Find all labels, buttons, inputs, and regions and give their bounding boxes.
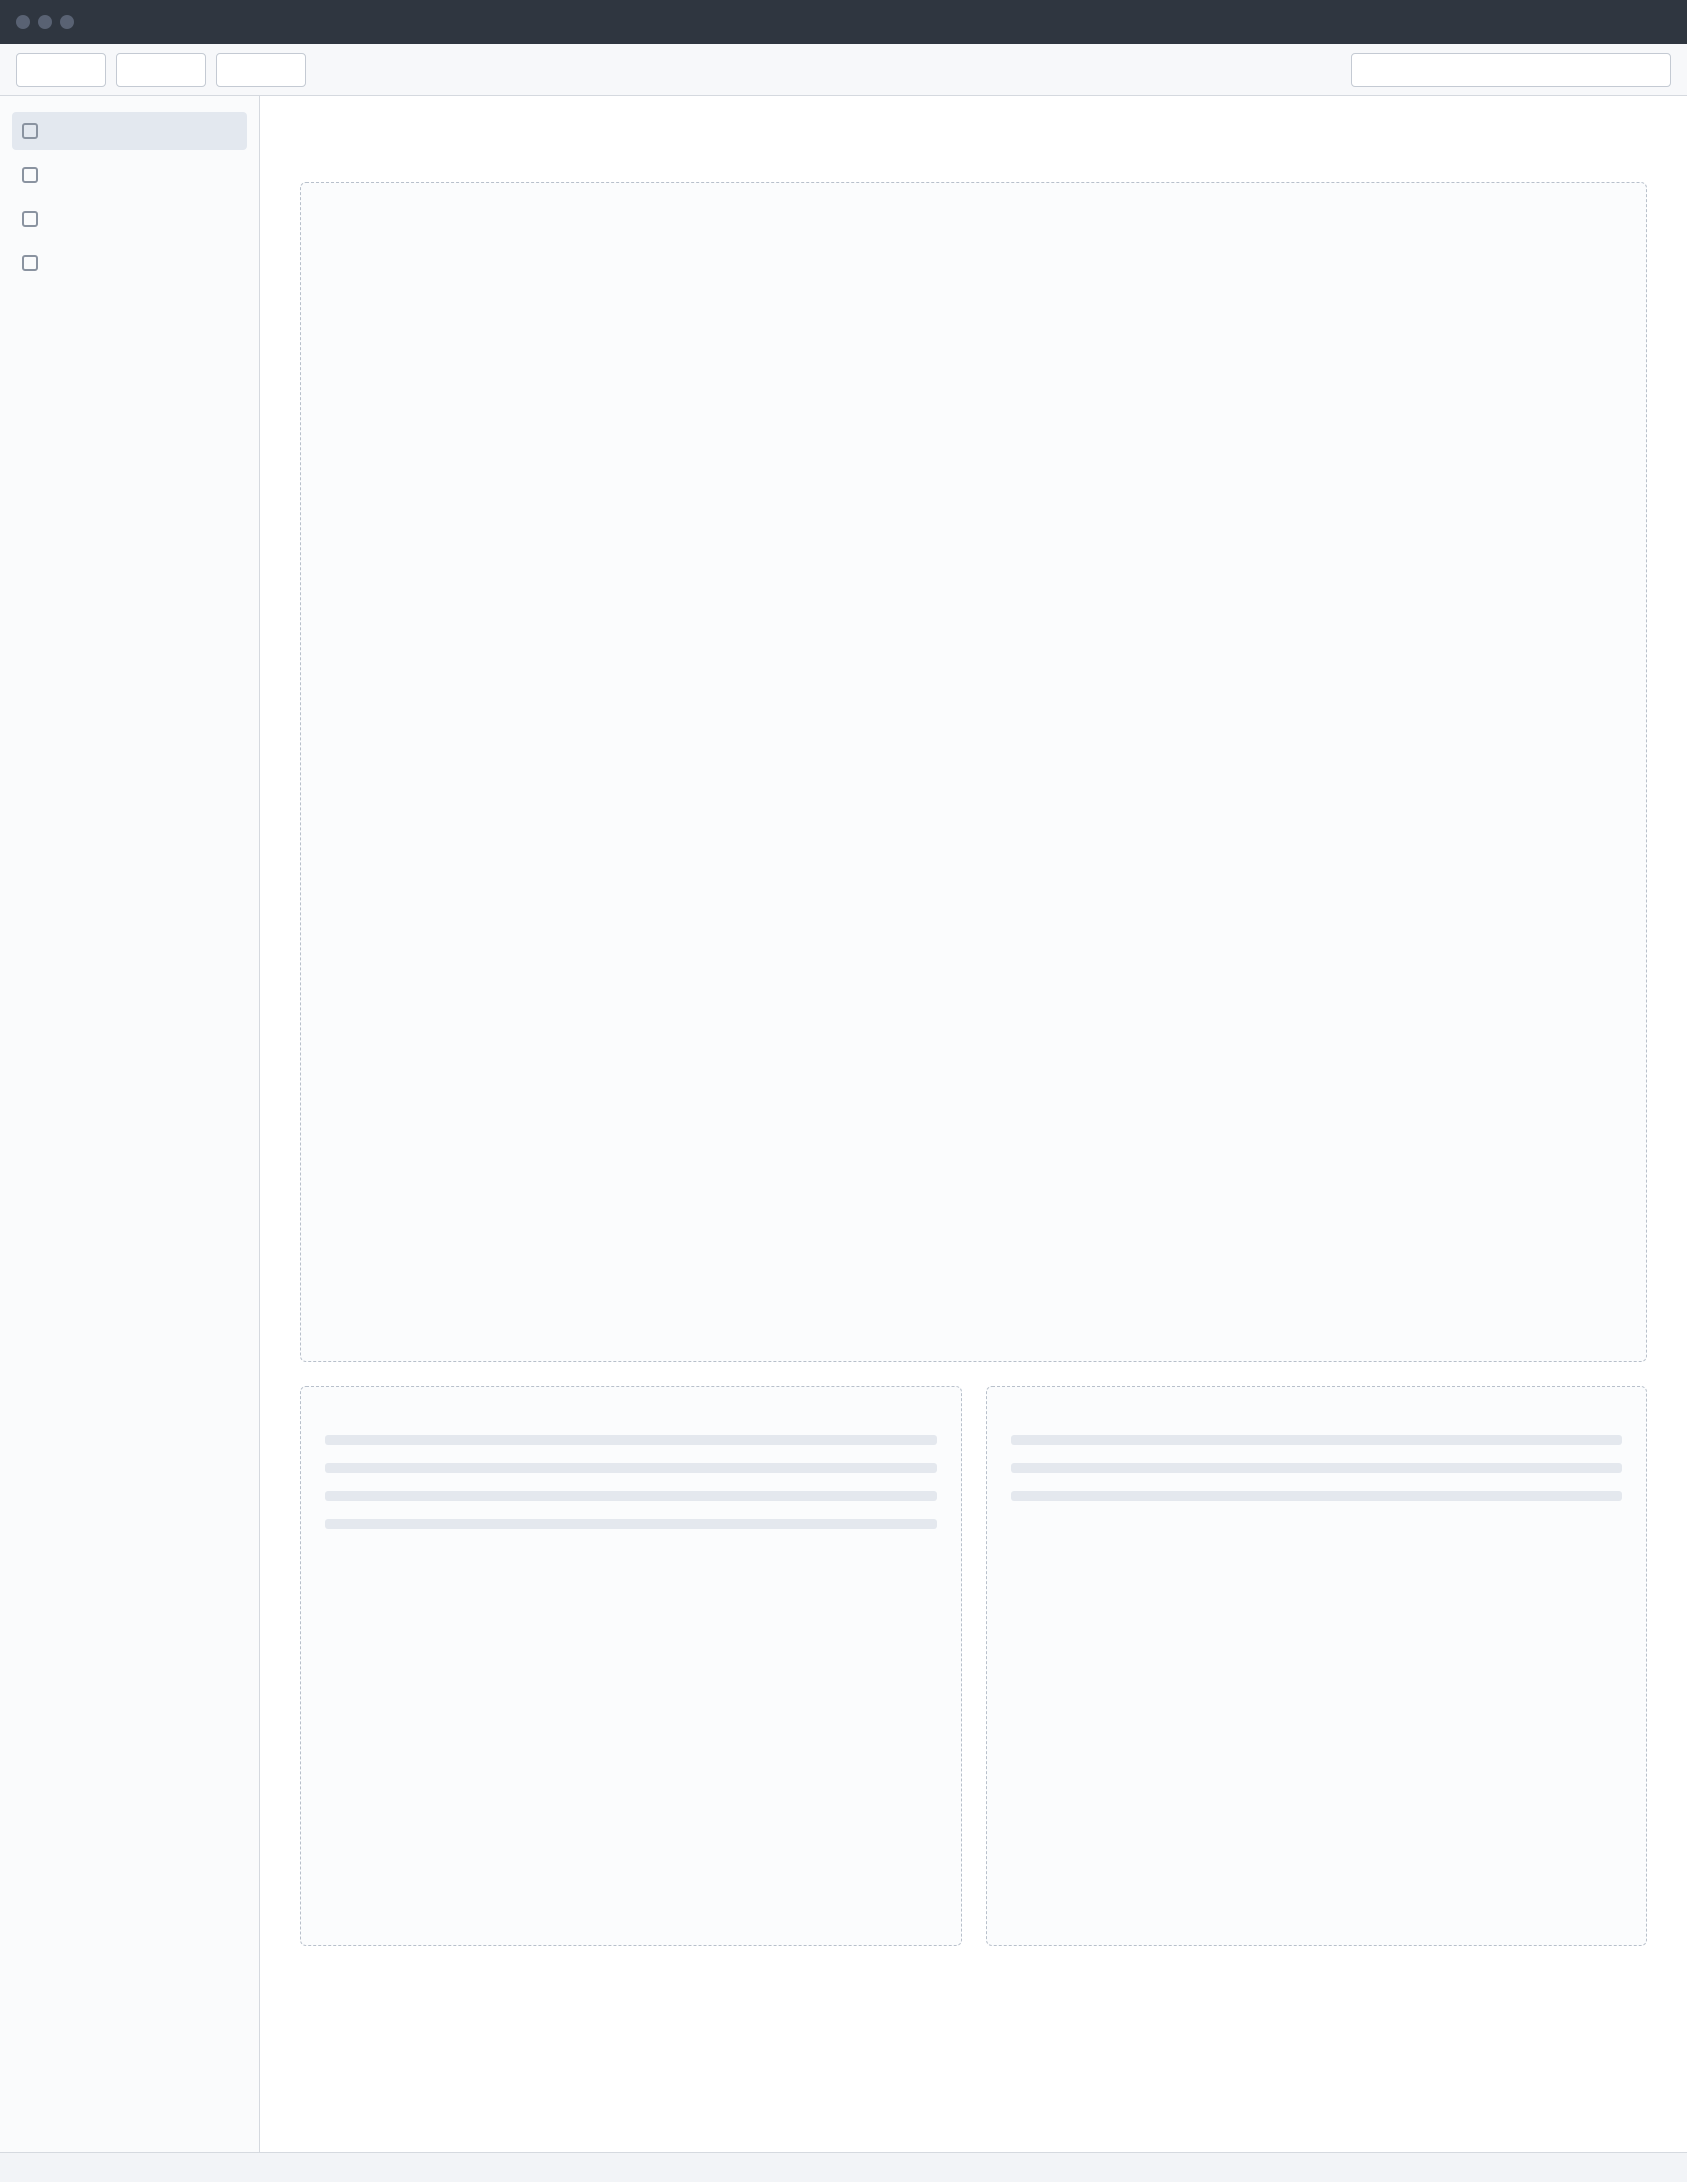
- placeholder-line: [1010, 1463, 1622, 1473]
- minimize-window-button[interactable]: [38, 15, 52, 29]
- window-controls: [16, 15, 74, 29]
- placeholder-row: [325, 1463, 937, 1473]
- sidebar-item-1[interactable]: [12, 112, 247, 150]
- figure-placeholder: [300, 182, 1647, 1362]
- page-icon: [22, 211, 38, 227]
- page-icon: [22, 255, 38, 271]
- close-window-button[interactable]: [16, 15, 30, 29]
- content-area: [0, 96, 1687, 2152]
- placeholder-line: [1010, 1491, 1622, 1501]
- page-icon: [22, 167, 38, 183]
- sidebar-item-3[interactable]: [12, 200, 247, 238]
- lower-panels: [300, 1386, 1647, 1946]
- page-icon: [22, 123, 38, 139]
- main-panel: [260, 96, 1687, 2152]
- search-input[interactable]: [1351, 52, 1671, 87]
- maximize-window-button[interactable]: [60, 15, 74, 29]
- toolbar-button-3[interactable]: [216, 52, 306, 87]
- text-lines-placeholder: [1010, 1435, 1622, 1501]
- status-bar: [0, 2152, 1687, 2182]
- placeholder-row: [325, 1435, 937, 1445]
- table-rows-placeholder: [325, 1435, 937, 1529]
- toolbar: [0, 44, 1687, 96]
- sidebar: [0, 96, 260, 2152]
- placeholder-row: [325, 1491, 937, 1501]
- toolbar-button-2[interactable]: [116, 52, 206, 87]
- title-bar: [0, 0, 1687, 44]
- placeholder-row: [325, 1519, 937, 1529]
- toolbar-button-1[interactable]: [16, 52, 106, 87]
- sidebar-item-2[interactable]: [12, 156, 247, 194]
- page-title: [300, 128, 1647, 158]
- sidebar-item-4[interactable]: [12, 244, 247, 282]
- window-title: [86, 13, 1671, 31]
- placeholder-line: [1010, 1435, 1622, 1445]
- table-placeholder: [300, 1386, 962, 1946]
- text-placeholder: [985, 1386, 1647, 1946]
